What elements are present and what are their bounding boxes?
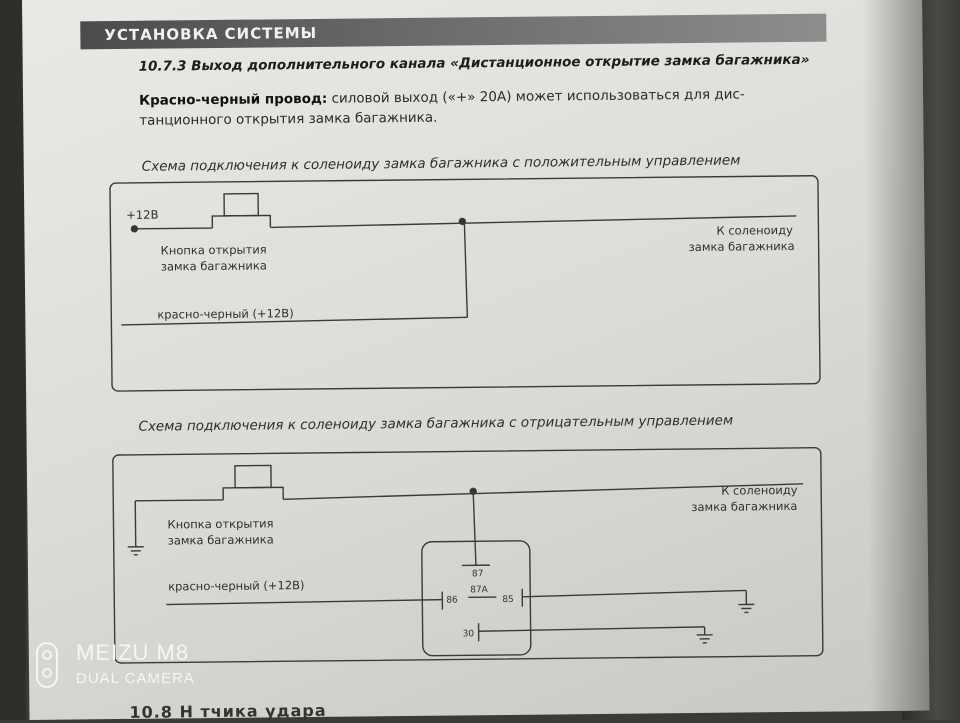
watermark-sub: DUAL CAMERA	[76, 670, 195, 687]
wire-label: красно-черный (+12В)	[157, 305, 294, 322]
relay-87-wire	[473, 491, 476, 565]
relay-pin-30: 30	[463, 629, 475, 639]
camera-icon	[36, 642, 58, 688]
button-left-wire	[135, 500, 223, 501]
wire-label: красно-черный (+12В)	[168, 577, 305, 594]
button-label-line1: Кнопка открытия	[161, 241, 267, 258]
solenoid-label-line1: К соленоиду	[716, 222, 793, 239]
button-cap	[235, 465, 271, 487]
wiring-diagrams	[22, 0, 929, 720]
watermark-brand: MEIZU M8	[76, 640, 189, 666]
relay-pin-87a: 87A	[470, 585, 488, 595]
supply-label: +12В	[126, 207, 158, 223]
supply-wire	[134, 228, 212, 229]
solenoid-label-line2: замка багажника	[689, 238, 795, 255]
button-cap	[224, 194, 258, 216]
manual-page: УСТАНОВКА СИСТЕМЫ 10.7.3 Выход дополните…	[22, 0, 929, 720]
book-spine	[0, 0, 26, 720]
red-black-wire	[166, 600, 442, 605]
ground-wire-85	[522, 590, 746, 596]
ground-wire-30	[479, 627, 705, 631]
solenoid-label-line2: замка багажника	[691, 498, 797, 515]
relay-pin-87: 87	[472, 569, 484, 579]
button-contact	[223, 487, 283, 500]
relay-pin-85: 85	[502, 595, 514, 605]
next-section-heading-cut: 10.8 Н тчика удара	[129, 701, 326, 722]
button-label-line2: замка багажника	[161, 257, 267, 274]
red-black-vertical	[464, 221, 467, 317]
button-label-line2: замка багажника	[168, 531, 274, 548]
button-contact	[212, 215, 270, 228]
diagram-positive-frame	[110, 176, 820, 391]
solenoid-label-line1: К соленоиду	[721, 482, 798, 499]
relay-pin-86: 86	[446, 595, 458, 605]
button-label-line1: Кнопка открытия	[167, 515, 273, 532]
